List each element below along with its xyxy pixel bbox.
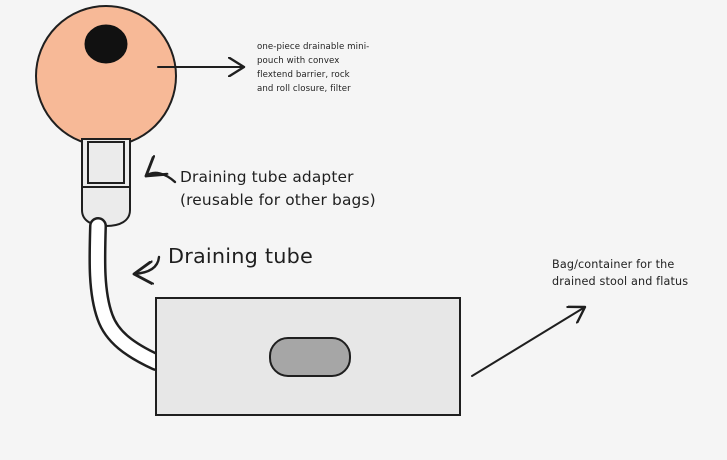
- pouch-label-line-3: flextend barrier, rock: [257, 70, 350, 80]
- stoma-opening: [84, 24, 128, 64]
- container-label: Bag/container for the drained stool and …: [552, 256, 688, 290]
- container-label-arrow: [471, 307, 585, 377]
- tube-label-arrow: [134, 255, 161, 274]
- pouch-label: one-piece drainable mini- pouch with con…: [257, 40, 369, 96]
- tube-label: Draining tube: [168, 244, 313, 268]
- pouch-label-line-2: pouch with convex: [257, 56, 340, 66]
- outlet-inner-sleeve: [87, 141, 125, 184]
- adapter-label-line-2: (reusable for other bags): [180, 191, 376, 209]
- draining-tube-inner: [90, 219, 163, 369]
- container-window: [269, 337, 351, 377]
- container-label-line-1: Bag/container for the: [552, 258, 675, 271]
- container-label-line-2: drained stool and flatus: [552, 275, 689, 288]
- pouch-label-line-1: one-piece drainable mini-: [257, 42, 370, 52]
- pouch-label-line-4: and roll closure, filter: [257, 84, 351, 94]
- adapter-label: Draining tube adapter (reusable for othe…: [180, 166, 376, 212]
- adapter-label-line-1: Draining tube adapter: [180, 168, 354, 186]
- draining-tube-adapter: [81, 186, 131, 228]
- adapter-label-arrow: [146, 173, 177, 184]
